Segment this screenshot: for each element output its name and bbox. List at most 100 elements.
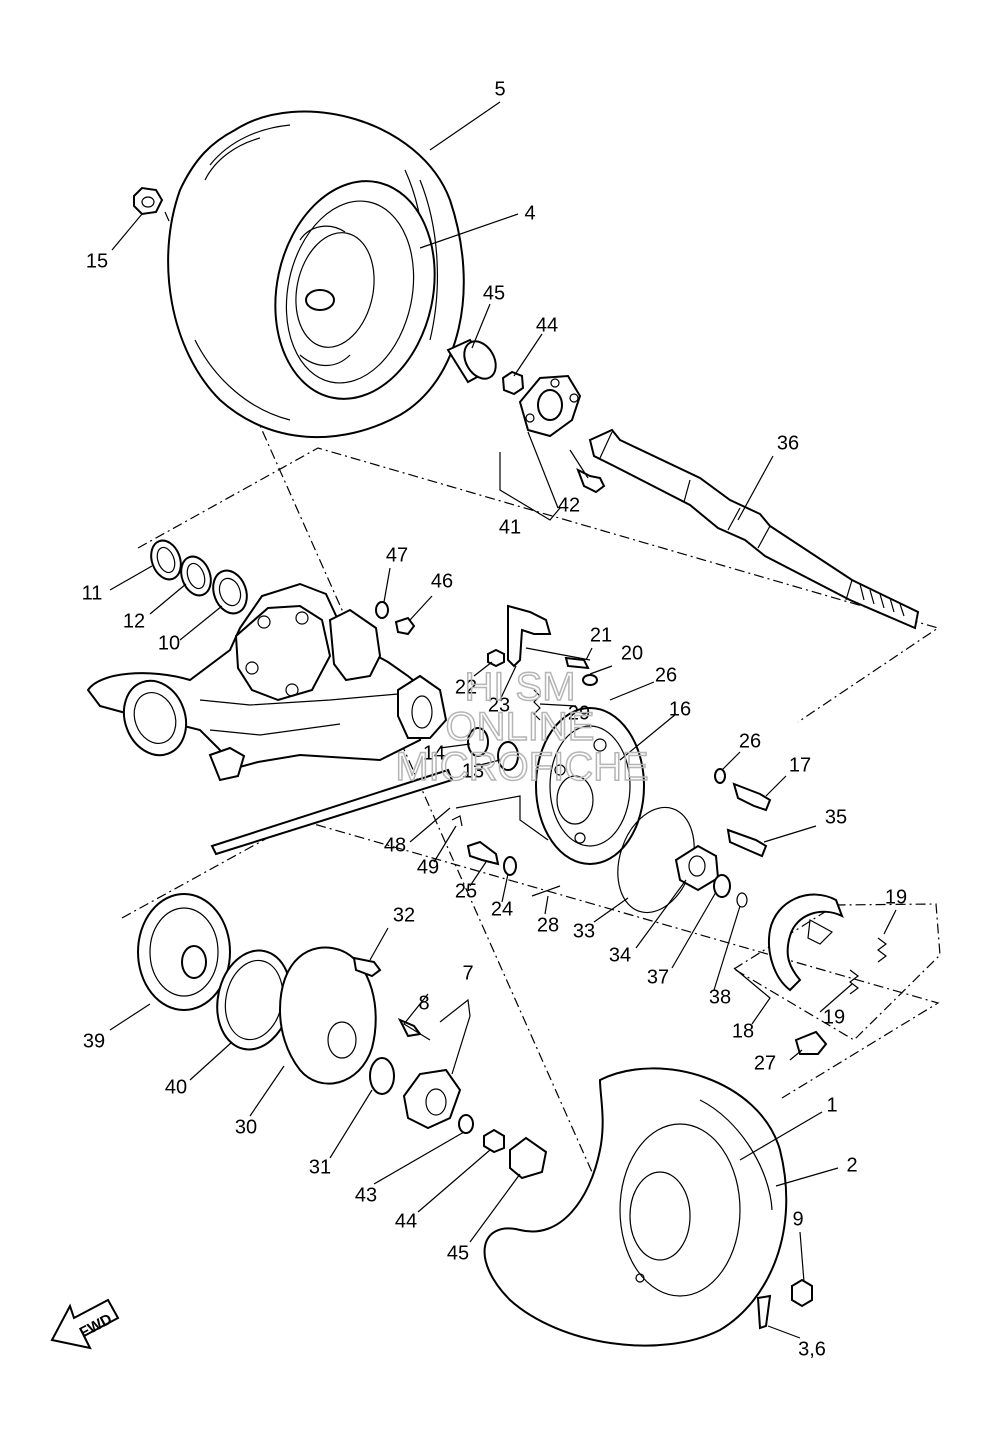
collar-45-lower [509, 1136, 548, 1180]
label-12: 12 [123, 610, 145, 632]
label-8: 8 [418, 992, 429, 1014]
label-30: 30 [235, 1116, 257, 1138]
oil-seal-11 [150, 539, 182, 581]
label-23: 23 [488, 694, 510, 716]
label-22: 22 [455, 676, 477, 698]
top-collar-45 [446, 338, 497, 384]
label-26-top: 26 [655, 664, 677, 686]
part-labels: 5 4 15 45 44 36 42 41 47 46 11 12 10 21 … [82, 78, 908, 1360]
hub-7 [402, 1068, 462, 1130]
rear-axle-36 [588, 428, 920, 630]
label-13: 13 [462, 760, 484, 782]
label-32: 32 [393, 904, 415, 926]
bolt-46 [394, 616, 416, 636]
label-17: 17 [789, 754, 811, 776]
pin-20 [582, 674, 598, 686]
label-39: 39 [83, 1030, 105, 1052]
label-1: 1 [826, 1094, 837, 1116]
label-33: 33 [573, 920, 595, 942]
bearing-14 [467, 727, 489, 757]
washer-24 [503, 856, 517, 876]
label-45-top: 45 [483, 282, 505, 304]
bolt-32 [352, 956, 382, 978]
label-24: 24 [491, 898, 513, 920]
oil-seal-12 [180, 555, 212, 597]
label-44-top: 44 [536, 314, 558, 336]
lower-tire [483, 1067, 788, 1347]
top-nut-44 [501, 370, 525, 396]
label-38: 38 [709, 986, 731, 1008]
brake-lever [507, 604, 591, 668]
label-31: 31 [309, 1156, 331, 1178]
washer-26 [714, 768, 726, 784]
o-ring-38 [736, 892, 748, 908]
label-41: 41 [499, 516, 521, 538]
label-14: 14 [423, 742, 445, 764]
label-9: 9 [792, 1208, 803, 1230]
collar-13 [497, 741, 519, 771]
top-bolt-42 [569, 449, 606, 494]
bearing-10 [212, 569, 248, 615]
label-37: 37 [647, 966, 669, 988]
watermark-line-2: ONLINE [446, 705, 595, 749]
label-21: 21 [590, 624, 612, 646]
brake-panel-16 [535, 707, 645, 865]
label-48: 48 [384, 834, 406, 856]
label-10: 10 [158, 632, 180, 654]
label-2: 2 [846, 1154, 857, 1176]
camshaft-17 [732, 782, 772, 812]
label-28: 28 [537, 914, 559, 936]
fwd-arrow-icon: FWD [50, 1298, 120, 1350]
label-15: 15 [86, 250, 108, 272]
watermark-line-1: HI SM [464, 665, 575, 709]
label-29: 29 [568, 702, 590, 724]
label-3-6: 3,6 [798, 1338, 826, 1360]
clip-49 [451, 815, 463, 827]
top-wheel-rim [274, 180, 436, 400]
label-46: 46 [431, 570, 453, 592]
label-36: 36 [777, 432, 799, 454]
nut-9 [791, 1278, 813, 1308]
label-35: 35 [825, 806, 847, 828]
label-40: 40 [165, 1076, 187, 1098]
top-hub-41 [518, 374, 582, 438]
bolt-25 [466, 840, 500, 866]
label-18: 18 [732, 1020, 754, 1042]
label-27: 27 [754, 1052, 776, 1074]
label-26-mid: 26 [739, 730, 761, 752]
brake-cover-30 [278, 946, 377, 1085]
valve-3-6 [756, 1294, 772, 1330]
label-47: 47 [386, 544, 408, 566]
label-19-lower: 19 [823, 1006, 845, 1028]
top-nut-15 [133, 186, 164, 216]
pin-28 [531, 885, 561, 897]
bolt-21 [564, 656, 590, 670]
brake-drum-39 [137, 893, 231, 1011]
label-43: 43 [355, 1184, 377, 1206]
seal-31 [369, 1057, 395, 1095]
washer-47 [375, 601, 389, 619]
label-34: 34 [609, 944, 631, 966]
axle-housing [86, 582, 448, 782]
spring-29 [533, 689, 541, 721]
spring-19-lower [849, 969, 859, 995]
spring-19-upper [877, 937, 887, 963]
nut-44-lower [483, 1128, 505, 1154]
label-5: 5 [494, 78, 505, 100]
lower-wheel-rim [619, 1123, 741, 1297]
label-20: 20 [621, 642, 643, 664]
brake-shoe-18 [768, 893, 844, 992]
label-25: 25 [455, 880, 477, 902]
label-45-lower: 45 [447, 1242, 469, 1264]
label-4: 4 [524, 202, 535, 224]
label-49: 49 [417, 856, 439, 878]
watermark-line-3: MICROFICHE [395, 745, 648, 789]
collar-43 [458, 1114, 474, 1134]
label-19-upper: 19 [885, 886, 907, 908]
label-7: 7 [462, 962, 473, 984]
label-44-lower: 44 [395, 1210, 417, 1232]
leader-lines [109, 101, 897, 1339]
label-11: 11 [82, 582, 103, 604]
watermark: HI SM ONLINE MICROFICHE [395, 664, 650, 790]
